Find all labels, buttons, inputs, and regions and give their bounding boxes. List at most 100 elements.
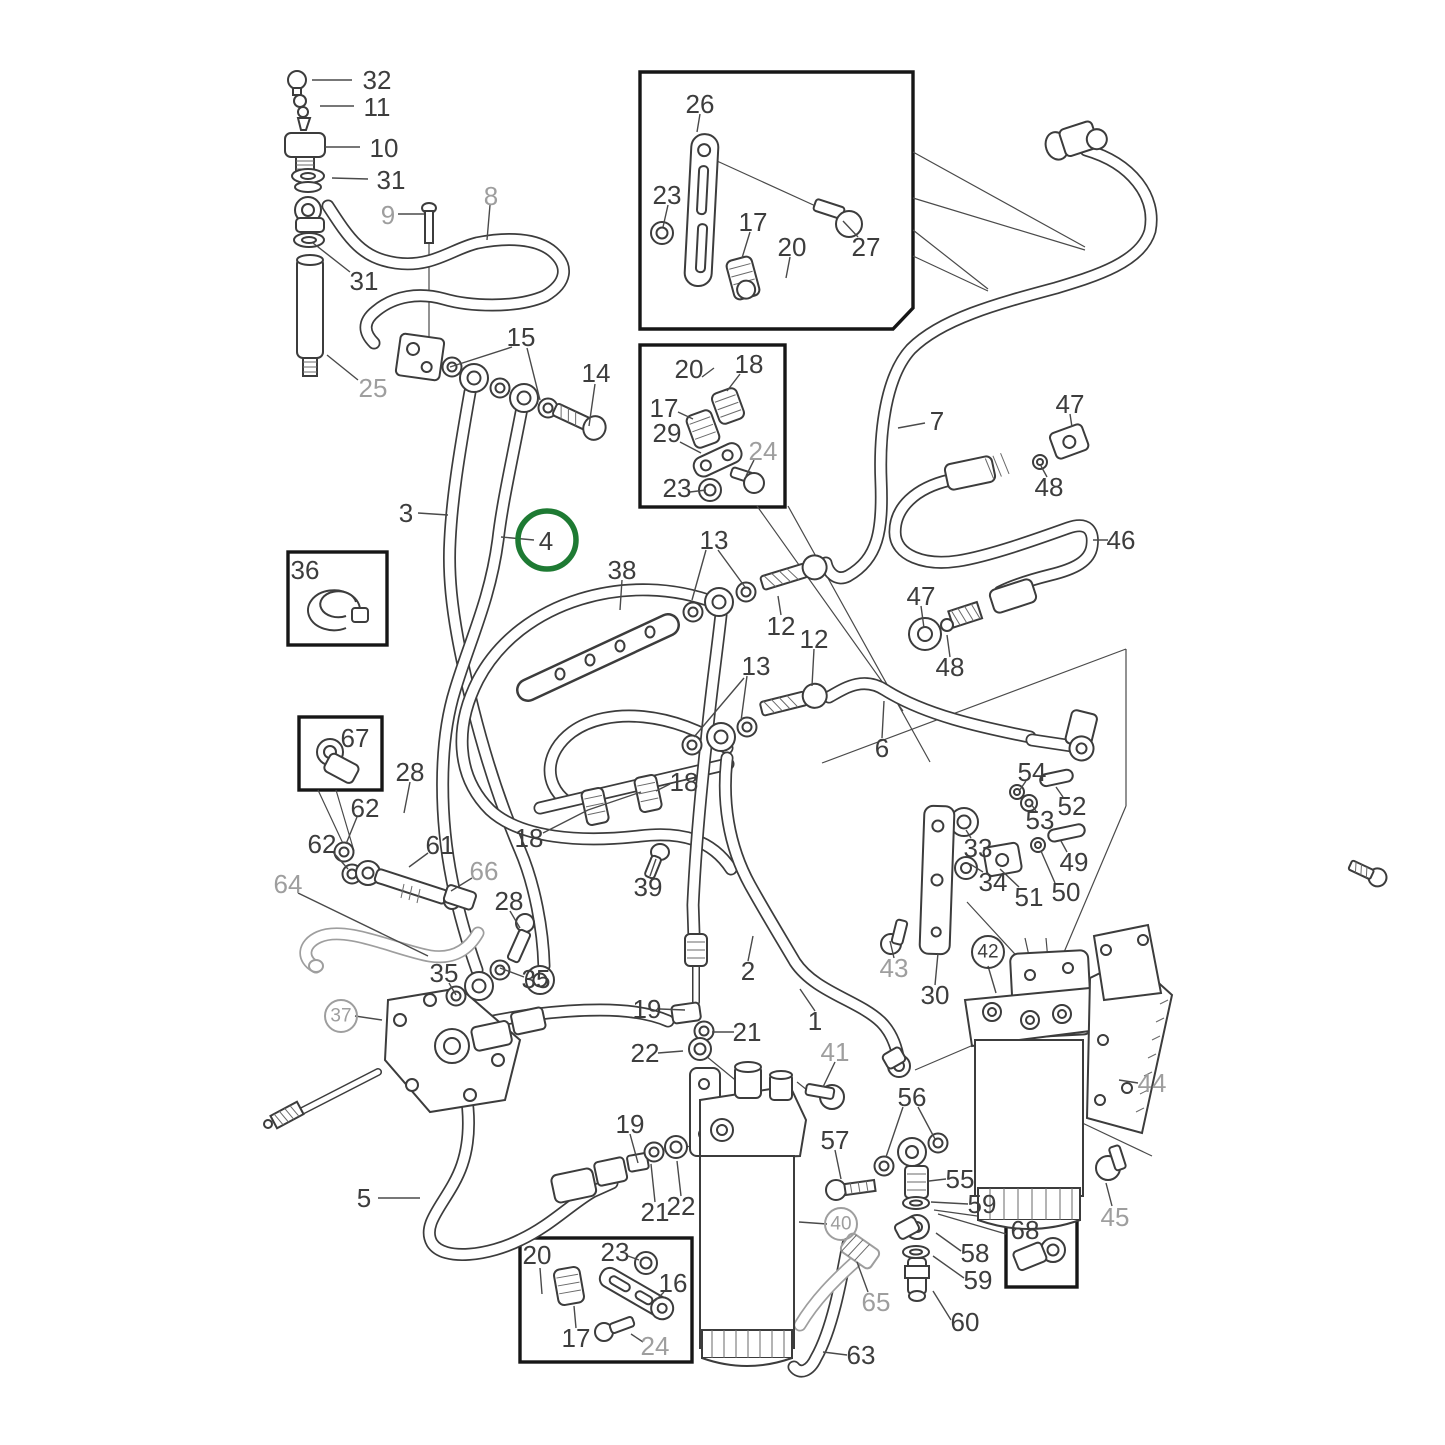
part-label-59: 59 <box>964 1265 993 1295</box>
elbow-hose6 <box>1064 709 1098 762</box>
part-label-30: 30 <box>921 980 950 1010</box>
banjo-bolt-12-b <box>757 680 831 722</box>
part-label-24: 24 <box>749 436 778 466</box>
part-label-22: 22 <box>631 1038 660 1068</box>
part-label-16: 16 <box>659 1268 688 1298</box>
part-label-23: 23 <box>663 473 692 503</box>
bracket-38 <box>516 613 680 702</box>
bolt-9 <box>421 202 437 244</box>
plug-bolt-41 <box>804 1083 845 1110</box>
hose-1-elbow <box>881 1046 911 1078</box>
bracket-26 <box>683 133 720 288</box>
part-circle-40 <box>824 1207 858 1241</box>
part-label-27: 27 <box>852 232 881 262</box>
washer-31a <box>291 168 325 193</box>
nut-47-a <box>1048 423 1090 460</box>
part-label-7: 7 <box>930 406 944 436</box>
part-label-48: 48 <box>936 652 965 682</box>
part-label-46: 46 <box>1107 525 1136 555</box>
part-label-6: 6 <box>875 733 889 763</box>
part-label-50: 50 <box>1052 877 1081 907</box>
part-label-14: 14 <box>582 358 611 388</box>
hose-64-end <box>308 959 324 973</box>
part-label-26: 26 <box>686 89 715 119</box>
cylinder-25 <box>296 254 324 377</box>
part-label-12: 12 <box>767 611 796 641</box>
part-label-18: 18 <box>735 349 764 379</box>
part-label-37: 37 <box>330 1006 351 1027</box>
part-label-64: 64 <box>274 869 303 899</box>
pin-49 <box>1047 823 1086 843</box>
clamp-18-inset <box>711 387 745 425</box>
part-label-45: 45 <box>1101 1202 1130 1232</box>
part-label-17: 17 <box>650 393 679 423</box>
fitting-65 <box>839 1232 881 1270</box>
part-label-9: 9 <box>381 200 395 230</box>
elbow-fitting <box>294 196 325 233</box>
part-label-5: 5 <box>357 1183 371 1213</box>
part-label-21: 21 <box>641 1197 670 1227</box>
part-label-49: 49 <box>1060 847 1089 877</box>
part-label-13: 13 <box>700 525 729 555</box>
part-label-58: 58 <box>961 1238 990 1268</box>
part-label-52: 52 <box>1058 791 1087 821</box>
bolt-27 <box>812 198 863 238</box>
part-label-17: 17 <box>562 1323 591 1353</box>
hose-5-fitting <box>550 1156 629 1204</box>
part-label-47: 47 <box>1056 389 1085 419</box>
part-label-63: 63 <box>847 1340 876 1370</box>
part-label-36: 36 <box>291 555 320 585</box>
inset-bracket-top <box>638 70 915 331</box>
fuel-filter-42 <box>963 949 1100 1230</box>
elbow-67 <box>316 738 360 784</box>
part-label-66: 66 <box>470 856 499 886</box>
fitting-60 <box>904 1257 930 1302</box>
part-label-19: 19 <box>633 994 662 1024</box>
bolt-20-top <box>1345 855 1391 891</box>
part-label-62: 62 <box>308 829 337 859</box>
washer-31b <box>293 232 325 248</box>
part-label-59: 59 <box>968 1189 997 1219</box>
part-label-3: 3 <box>399 498 413 528</box>
part-label-55: 55 <box>946 1164 975 1194</box>
clamp-17-inset <box>685 409 721 449</box>
part-label-33: 33 <box>964 833 993 863</box>
part-label-10: 10 <box>370 133 399 163</box>
part-label-41: 41 <box>821 1037 850 1067</box>
part-label-4: 4 <box>539 526 553 556</box>
pump-37 <box>263 986 547 1130</box>
part-label-17: 17 <box>739 207 768 237</box>
part-label-23: 23 <box>653 180 682 210</box>
part-label-61: 61 <box>426 830 455 860</box>
part-label-18: 18 <box>515 823 544 853</box>
part-label-31: 31 <box>377 165 406 195</box>
olive-48-b <box>940 618 954 632</box>
pin-52 <box>1039 768 1074 788</box>
part-label-34: 34 <box>979 867 1008 897</box>
junction-block <box>394 332 446 382</box>
fitting-11 <box>293 94 312 131</box>
elbow-58 <box>893 1214 930 1240</box>
part-label-43: 43 <box>880 953 909 983</box>
part-label-22: 22 <box>667 1191 696 1221</box>
part-label-38: 38 <box>608 555 637 585</box>
part-label-32: 32 <box>363 65 392 95</box>
part-label-35: 35 <box>522 964 551 994</box>
leader-lines <box>297 79 1139 1356</box>
part-label-25: 25 <box>359 373 388 403</box>
hose-46-bottom-fitting <box>988 578 1038 614</box>
bracket-16 <box>598 1266 675 1321</box>
part-label-29: 29 <box>653 418 682 448</box>
elbow-ball <box>897 1137 927 1167</box>
part-label-31: 31 <box>350 266 379 296</box>
part-label-53: 53 <box>1026 805 1055 835</box>
hose-46-top-fitting <box>943 453 1010 491</box>
part-circle-42 <box>971 935 1005 969</box>
part-label-20: 20 <box>523 1240 552 1270</box>
inset-clamp <box>638 343 787 509</box>
highlight-ring <box>515 508 579 572</box>
union-55 <box>904 1165 929 1199</box>
union-51 <box>982 841 1023 877</box>
